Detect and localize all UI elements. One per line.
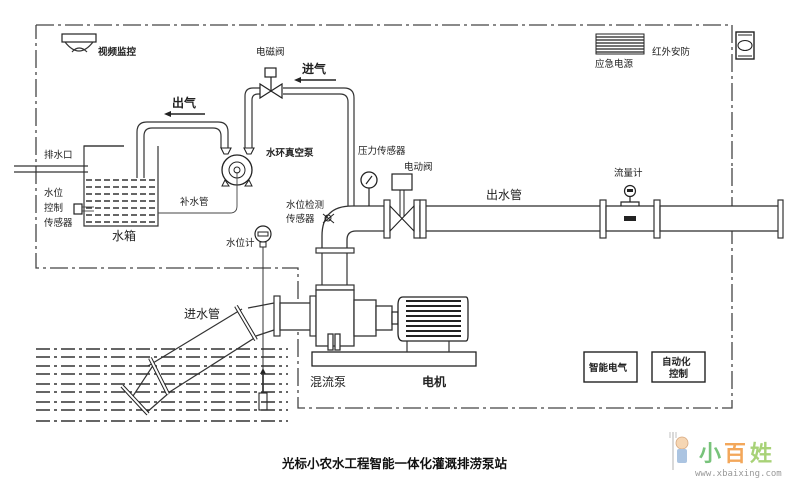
refill-pipe-label: 补水管 xyxy=(180,196,209,208)
vacuum-pump-label: 水环真空泵 xyxy=(266,147,314,159)
water-level-detect-sensor: 水位检测 传感器 xyxy=(286,199,335,225)
infrared-sensor-icon xyxy=(735,31,755,60)
smart-electric-box: 智能电气 xyxy=(583,351,638,383)
outlet-pipe: 出水管 xyxy=(419,187,784,239)
infrared-security: 红外安防 xyxy=(652,31,755,60)
automation-control-box: 自动化 控制 xyxy=(651,351,706,383)
pressure-sensor-label: 压力传感器 xyxy=(358,145,406,157)
water-ring-vacuum-pump: 水环真空泵 xyxy=(220,147,314,187)
watermark-brand-char-1: 小 xyxy=(699,442,721,467)
electric-valve-label: 电动阀 xyxy=(404,161,433,173)
electric-valve: 电动阀 xyxy=(383,161,433,239)
battery-bank-icon xyxy=(595,33,645,55)
pump-discharge-elbow xyxy=(315,205,384,291)
flowmeter: 流量计 xyxy=(614,167,643,221)
flowmeter-label: 流量计 xyxy=(614,167,643,179)
video-monitor: 视频监控 xyxy=(61,33,137,58)
solenoid-valve: 电磁阀 xyxy=(256,46,285,100)
watermark-brand-char-3: 姓 xyxy=(750,441,772,467)
farmer-mascot-icon xyxy=(669,432,689,470)
drain-outlet-label: 排水口 xyxy=(44,149,73,161)
tank-water-level xyxy=(86,179,156,223)
pressure-gauge-icon xyxy=(360,171,378,206)
air-out-pipe: 出气 xyxy=(136,95,229,178)
sensor-label-line-2: 控制 xyxy=(44,202,63,214)
air-out-arrow xyxy=(164,111,205,117)
watermark: 小 百 姓 www.xbaixing.com xyxy=(669,432,782,479)
diagram-title: 光标小农水工程智能一体化灌溉排涝泵站 xyxy=(281,456,508,471)
water-level-control-sensor: 水位 控制 传感器 xyxy=(44,187,94,229)
watermark-brand-char-2: 百 xyxy=(724,442,746,467)
water-tank-label: 水箱 xyxy=(112,228,136,243)
emergency-power-label: 应急电源 xyxy=(595,58,634,70)
pressure-sensor: 压力传感器 xyxy=(358,145,406,206)
drain-outlet: 排水口 xyxy=(14,149,88,173)
level-detect-label-line-1: 水位检测 xyxy=(286,199,324,211)
vacuum-suction-pipe xyxy=(244,87,355,208)
air-in-label: 进气 xyxy=(302,61,326,76)
video-monitor-label: 视频监控 xyxy=(98,46,137,58)
water-level-gauge-label: 水位计 xyxy=(226,237,255,249)
solenoid-valve-label: 电磁阀 xyxy=(256,46,285,58)
motor-label: 电机 xyxy=(422,374,446,389)
motor: 电机 xyxy=(397,296,469,389)
sensor-label-line-1: 水位 xyxy=(44,187,64,199)
inlet-pipe-label: 进水管 xyxy=(184,306,220,321)
dome-camera-icon xyxy=(61,33,97,53)
emergency-power: 应急电源 xyxy=(595,33,645,70)
infrared-security-label: 红外安防 xyxy=(652,46,691,58)
automation-label-line-2: 控制 xyxy=(669,368,689,380)
smart-electric-label: 智能电气 xyxy=(589,362,628,374)
mixed-flow-pump-label: 混流泵 xyxy=(310,375,346,389)
sensor-label-line-3: 传感器 xyxy=(44,217,73,229)
water-level-gauge: 水位计 xyxy=(226,225,272,411)
watermark-url: www.xbaixing.com xyxy=(695,469,782,479)
mixed-flow-pump: 混流泵 xyxy=(310,289,399,389)
level-detect-label-line-2: 传感器 xyxy=(286,213,315,225)
air-out-label: 出气 xyxy=(172,95,196,110)
automation-label-line-1: 自动化 xyxy=(662,356,691,368)
air-in-arrow-group: 进气 xyxy=(294,61,336,83)
base-plate xyxy=(311,351,477,367)
refill-pipe: 补水管 xyxy=(158,172,238,214)
inlet-pipe: 进水管 xyxy=(120,295,317,416)
water-tank: 水箱 xyxy=(83,145,159,243)
station-boundary xyxy=(35,24,733,409)
outlet-pipe-label: 出水管 xyxy=(486,187,522,202)
